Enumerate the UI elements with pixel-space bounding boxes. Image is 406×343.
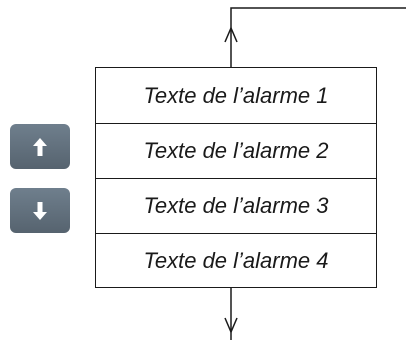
arrow-down-icon [33, 201, 47, 220]
arrow-up-icon [33, 137, 47, 156]
alarm-list: Texte de l’alarme 1 Texte de l’alarme 2 … [95, 67, 377, 288]
bottom-arrowhead [224, 317, 238, 334]
alarm-row-3[interactable]: Texte de l’alarme 3 [96, 178, 376, 233]
alarm-text-4: Texte de l’alarme 4 [143, 248, 329, 273]
scroll-down-button[interactable] [10, 188, 70, 233]
alarm-text-3: Texte de l’alarme 3 [143, 193, 329, 218]
scroll-up-button[interactable] [10, 124, 70, 169]
alarm-text-1: Texte de l’alarme 1 [143, 82, 329, 108]
top-wrap-line [230, 7, 406, 67]
alarm-text-2: Texte de l’alarme 2 [143, 138, 329, 163]
top-arrowhead [224, 26, 238, 43]
alarm-row-2[interactable]: Texte de l’alarme 2 [96, 123, 376, 178]
alarm-row-4[interactable]: Texte de l’alarme 4 [96, 233, 376, 288]
alarm-row-1[interactable]: Texte de l’alarme 1 [96, 68, 376, 123]
